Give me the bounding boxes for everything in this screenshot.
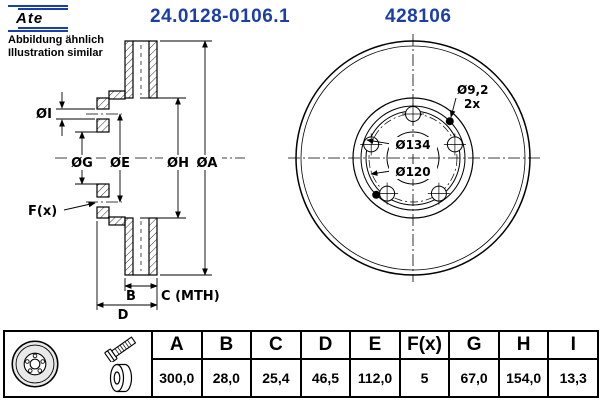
value-cell: 46,5	[299, 360, 350, 396]
section-outline	[133, 40, 149, 276]
value-cell: 154,0	[497, 360, 548, 396]
label-d: D	[118, 308, 129, 323]
value-cell: 5	[398, 360, 449, 396]
locating-pin-holes	[372, 117, 454, 199]
header-cell: C	[250, 332, 300, 360]
value-cell: 300,0	[151, 360, 201, 396]
header-cell: F(x)	[398, 332, 449, 360]
value-cell: 25,4	[250, 360, 300, 396]
value-cell: 112,0	[349, 360, 399, 396]
ate-logo: Ate	[8, 4, 68, 33]
label-f-x: F(x)	[28, 204, 57, 219]
label-pin-holes: Ø9,2	[457, 83, 488, 97]
label-dia-g: ØG	[71, 156, 93, 171]
value-cell: 28,0	[200, 360, 251, 396]
header-cell: I	[547, 332, 597, 360]
extension-lines	[56, 40, 212, 310]
reference-number: 428106	[385, 6, 452, 27]
value-cell: 67,0	[448, 360, 498, 396]
label-b: B	[126, 289, 136, 304]
logo-stripe	[8, 30, 68, 32]
dimension-table: A B C D E F(x) G H I 300,0 28,0 25,4 46,…	[3, 330, 599, 398]
label-c-mth: C (MTH)	[161, 289, 220, 304]
header-cell: G	[448, 332, 498, 360]
label-dia-h: ØH	[167, 156, 189, 171]
brand-name: Ate	[16, 10, 44, 27]
header-cell: A	[151, 332, 201, 360]
disc-angle-icon	[109, 363, 133, 393]
logo-stripe	[8, 5, 68, 7]
header-cell: D	[299, 332, 350, 360]
note-line-de: Abbildung ähnlich	[8, 34, 104, 46]
similarity-note: Abbildung ähnlich Illustration similar	[8, 34, 104, 60]
lug-hole-crosses	[360, 103, 466, 205]
label-backgrounds	[68, 137, 437, 179]
label-pin-holes-count: 2x	[464, 97, 480, 111]
technical-drawing: ØI ØG ØE ØH ØA F(x) B C (MTH) D Ø9,2 2x …	[28, 34, 540, 323]
pictogram-cell	[5, 332, 151, 396]
label-dia-e: ØE	[110, 156, 130, 171]
header-cell: H	[497, 332, 548, 360]
bolt-icon	[104, 336, 137, 362]
header-cell: B	[200, 332, 251, 360]
value-cell: 13,3	[547, 360, 597, 396]
logo-stripe	[18, 8, 68, 10]
part-number: 24.0128-0106.1	[150, 6, 291, 27]
label-dia-a: ØA	[197, 156, 218, 171]
header-cell: E	[349, 332, 399, 360]
label-circle-120: Ø120	[395, 165, 430, 179]
label-circle-134: Ø134	[395, 138, 430, 152]
label-dia-i: ØI	[36, 107, 52, 122]
front-view	[295, 40, 531, 276]
small-pictograms	[101, 334, 143, 394]
logo-stripe	[18, 27, 68, 29]
brake-disc-icon	[11, 340, 59, 388]
note-line-en: Illustration similar	[8, 47, 103, 59]
